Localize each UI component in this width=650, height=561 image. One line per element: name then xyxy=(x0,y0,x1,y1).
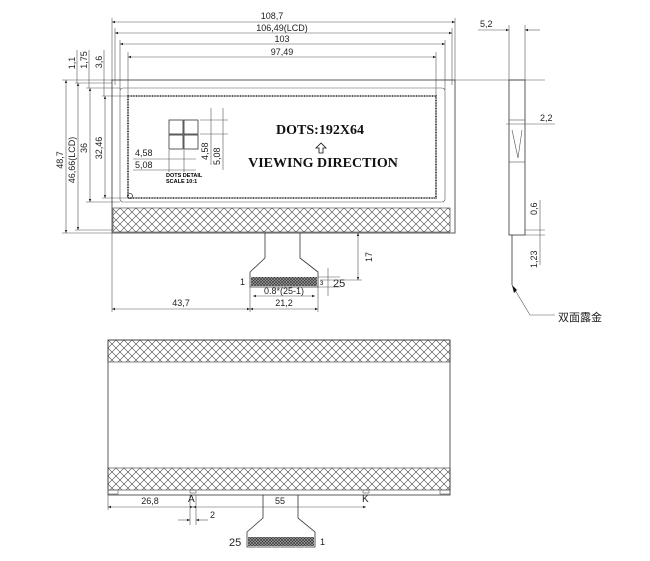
dim-26-8: 26,8 xyxy=(141,496,159,506)
dim-active-height: 32,46 xyxy=(94,137,104,160)
fpc-top: 1 3 25 0.8*(25-1) 43,7 21,2 17 xyxy=(111,233,374,312)
viewing-area xyxy=(119,87,446,203)
dot-pitch-width: 5,08 xyxy=(135,160,153,170)
dim-thickness: 5,2 xyxy=(480,19,493,29)
side-outline xyxy=(508,79,526,236)
dim-viewing-width: 103 xyxy=(274,34,289,44)
dim-overall-height: 48,7 xyxy=(55,151,65,169)
cathode-label: K xyxy=(362,494,369,505)
fpc-pad-height: 3 xyxy=(320,281,324,287)
fpc-pins-bottom xyxy=(248,537,314,546)
dim-0-6: 0,6 xyxy=(529,202,539,215)
side-view: 5,2 2,2 0,6 1,23 双面露金 xyxy=(440,19,602,324)
height-dimensions: 48,7 46,66(LCD) 36 32,46 1,1 1,75 3,6 xyxy=(55,50,128,234)
dim-glass: 2,2 xyxy=(540,113,553,123)
hatched-band-top xyxy=(107,339,451,363)
dot-width: 4,58 xyxy=(135,148,153,158)
dim-3-6: 3,6 xyxy=(94,56,104,69)
dim-2: 2 xyxy=(210,510,215,520)
fpc-offset: 43,7 xyxy=(172,298,190,308)
dim-1-23: 1,23 xyxy=(529,250,539,268)
width-dimensions: 108,7 106,49(LCD) 103 97,49 xyxy=(111,11,456,96)
anode-pad xyxy=(189,489,197,494)
dim-viewing-height: 36 xyxy=(79,143,89,153)
scale-label: SCALE 10:1 xyxy=(166,179,197,185)
hatched-band xyxy=(112,207,451,233)
dim-lcd-height: 46,66(LCD) xyxy=(67,137,77,184)
dim-1-1: 1,1 xyxy=(67,57,77,70)
fpc-bottom xyxy=(246,495,316,548)
active-area xyxy=(127,95,437,199)
fpc-pins xyxy=(251,277,317,286)
dim-55: 55 xyxy=(275,496,285,506)
cathode-pad xyxy=(362,489,370,494)
fpc-pin-left: 25 xyxy=(229,537,241,549)
dots-detail-label: DOTS DETAIL xyxy=(166,173,203,179)
dot-pitch-height: 5,08 xyxy=(212,147,222,165)
fpc-pin-first: 1 xyxy=(240,277,245,287)
dim-overall-width: 108,7 xyxy=(261,11,284,21)
gold-finger-note: 双面露金 xyxy=(558,310,602,324)
pin1-marker xyxy=(127,193,133,199)
fpc-width: 21,2 xyxy=(275,298,293,308)
dot-height: 4,58 xyxy=(200,142,210,160)
anode-label: A xyxy=(188,494,195,505)
dim-lcd-width: 106,49(LCD) xyxy=(256,23,308,33)
fpc-pitch: 0.8*(25-1) xyxy=(264,286,304,296)
fpc-pin-right: 1 xyxy=(320,537,325,547)
module-outline xyxy=(111,79,456,234)
fpc-length: 17 xyxy=(364,252,374,262)
viewing-direction-label: VIEWING DIRECTION xyxy=(248,156,398,171)
dots-detail: 4,58 5,08 4,58 5,08 DOTS DETAIL SCALE 10… xyxy=(133,108,228,185)
dim-active-width: 97,49 xyxy=(271,47,294,57)
hatched-band-bottom xyxy=(107,467,451,491)
viewing-direction-arrow-icon xyxy=(315,142,327,154)
dim-1-75: 1,75 xyxy=(79,51,89,69)
bottom-view: 26,8 55 A K 2 25 1 xyxy=(107,339,451,549)
fpc-pin-last: 25 xyxy=(333,278,345,290)
top-view: 108,7 106,49(LCD) 103 97,49 48,7 46,66(L… xyxy=(55,11,456,312)
dots-resolution: DOTS:192X64 xyxy=(276,123,364,138)
